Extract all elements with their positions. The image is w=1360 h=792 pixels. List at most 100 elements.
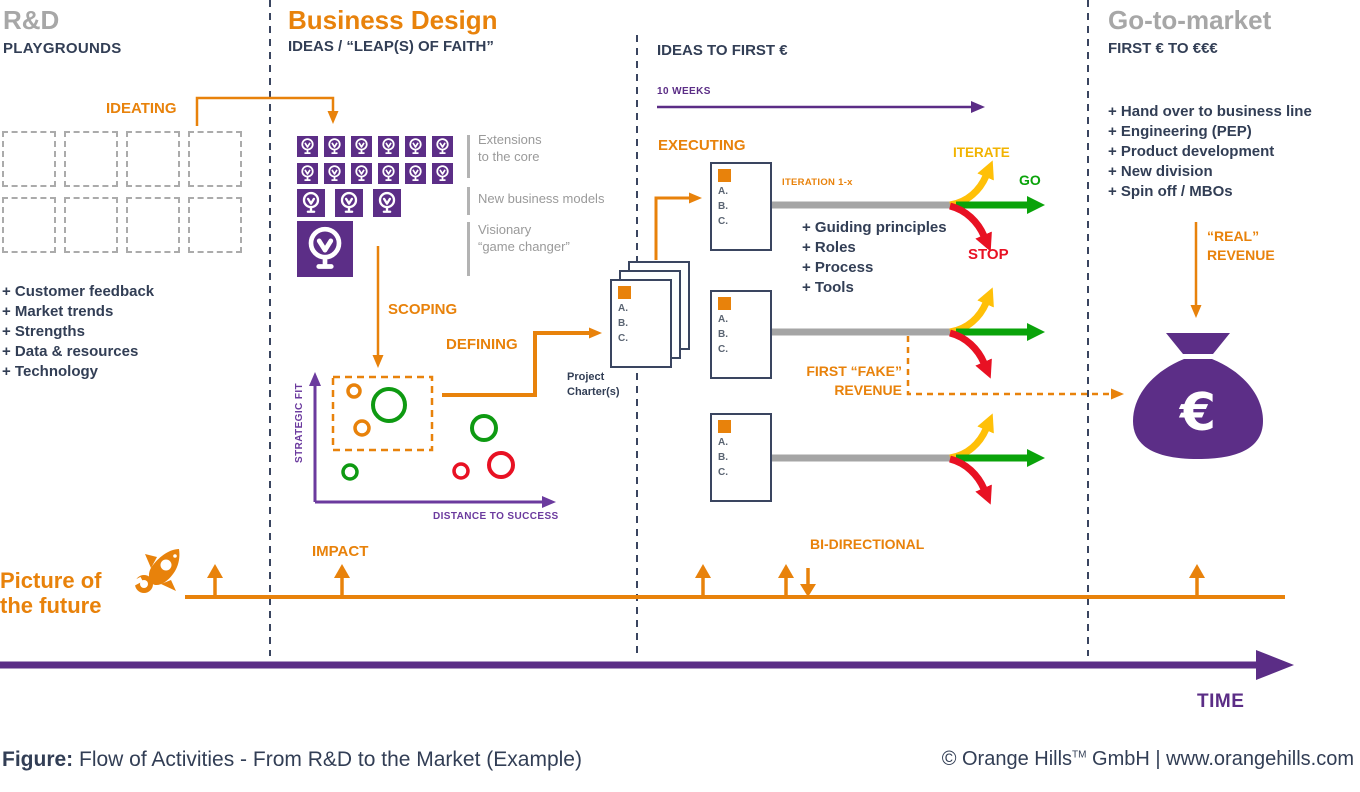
lightbulb-icon bbox=[405, 163, 426, 184]
doc-accent-square bbox=[718, 169, 731, 182]
idea-bulbs-row-3 bbox=[297, 189, 401, 217]
list-item: + Strengths bbox=[2, 323, 85, 340]
doc-accent-square bbox=[618, 286, 631, 299]
lightbulb-icon bbox=[297, 221, 353, 277]
list-item: + Roles bbox=[802, 239, 856, 256]
idea-level-bar bbox=[467, 222, 470, 276]
figure-caption-text: Flow of Activities - From R&D to the Mar… bbox=[73, 748, 582, 771]
experiment-doc-2: A. B. C. bbox=[710, 290, 772, 379]
lightbulb-icon bbox=[351, 163, 372, 184]
iterate-label: ITERATE bbox=[953, 145, 1010, 160]
lightbulb-icon bbox=[405, 136, 426, 157]
fork-arrows bbox=[948, 160, 1045, 505]
doc-accent-square bbox=[718, 297, 731, 310]
figure-caption-label: Figure: bbox=[2, 748, 74, 771]
copyright-name: © Orange Hills bbox=[941, 748, 1073, 770]
scatter-y-axis-label: STRATEGIC FIT bbox=[294, 382, 305, 463]
playground-cell bbox=[188, 131, 242, 187]
list-item: + Process bbox=[802, 259, 874, 276]
playground-cell bbox=[2, 197, 56, 253]
stop-label: STOP bbox=[968, 246, 1009, 263]
iteration-label: ITERATION 1-x bbox=[782, 177, 853, 188]
defining-label: DEFINING bbox=[446, 336, 518, 353]
go-to-market-list: + Hand over to business line + Engineeri… bbox=[1108, 102, 1312, 202]
list-item: + Product development bbox=[1108, 143, 1275, 160]
go-label: GO bbox=[1019, 172, 1041, 188]
money-bag-icon: € bbox=[1133, 333, 1263, 459]
copyright-line: © Orange HillsTM GmbH | www.orangehills.… bbox=[942, 748, 1354, 771]
idea-level-label: Extensions to the core bbox=[478, 132, 542, 164]
rnd-input-list: + Customer feedback + Market trends + St… bbox=[2, 282, 154, 382]
executing-label: EXECUTING bbox=[658, 137, 746, 154]
list-item: + Guiding principles bbox=[802, 219, 947, 236]
lightbulb-icon bbox=[324, 136, 345, 157]
idea-level-bar bbox=[467, 135, 470, 178]
real-revenue-label: “REAL” REVENUE bbox=[1207, 228, 1275, 263]
idea-level-bar bbox=[467, 187, 470, 215]
list-item: + Technology bbox=[2, 363, 98, 380]
go-to-market-subtitle: FIRST € TO €€€ bbox=[1108, 40, 1218, 57]
fake-revenue-arrow bbox=[906, 336, 1124, 400]
doc-accent-square bbox=[718, 420, 731, 433]
playground-cell bbox=[64, 131, 118, 187]
playground-cell bbox=[2, 131, 56, 187]
playground-cell bbox=[188, 197, 242, 253]
idea-bulbs-row-2 bbox=[297, 163, 453, 184]
copyright-rest: GmbH | www.orangehills.com bbox=[1086, 748, 1354, 770]
playground-grid-row-1 bbox=[2, 131, 242, 187]
list-item: + Hand over to business line bbox=[1108, 103, 1312, 120]
ideating-arrow bbox=[195, 96, 339, 126]
project-charter-front: A. B. C. bbox=[610, 279, 672, 368]
priority-scatter-chart bbox=[309, 372, 556, 508]
list-item: + New division bbox=[1108, 163, 1213, 180]
column-dividers bbox=[269, 0, 1089, 656]
ideating-label: IDEATING bbox=[106, 100, 177, 117]
rnd-subtitle: PLAYGROUNDS bbox=[3, 40, 122, 57]
selection-box bbox=[331, 375, 434, 452]
business-design-subtitle: IDEAS / “LEAP(S) OF FAITH” bbox=[288, 38, 494, 55]
iteration-bars bbox=[772, 201, 950, 462]
playground-cell bbox=[126, 131, 180, 187]
ten-weeks-label: 10 WEEKS bbox=[657, 86, 711, 97]
playground-cell bbox=[126, 197, 180, 253]
idea-level-label: Visionary “game changer” bbox=[478, 222, 570, 254]
fake-revenue-label: FIRST “FAKE” REVENUE bbox=[806, 363, 902, 398]
lightbulb-icon bbox=[297, 163, 318, 184]
picture-of-the-future-label: Picture of the future bbox=[0, 568, 102, 618]
lightbulb-icon bbox=[297, 136, 318, 157]
list-item: + Engineering (PEP) bbox=[1108, 123, 1252, 140]
list-item: + Customer feedback bbox=[2, 283, 155, 300]
figure-caption: Figure: Flow of Activities - From R&D to… bbox=[2, 748, 582, 772]
rocket-icon bbox=[132, 549, 180, 593]
rnd-title: R&D bbox=[3, 5, 60, 35]
lightbulb-icon bbox=[432, 163, 453, 184]
lightbulb-icon bbox=[378, 136, 399, 157]
business-design-title: Business Design bbox=[288, 5, 498, 35]
time-label: TIME bbox=[1197, 691, 1245, 712]
idea-level-label: New business models bbox=[478, 191, 605, 206]
go-to-market-title: Go-to-market bbox=[1108, 5, 1272, 35]
experiment-doc-3: A. B. C. bbox=[710, 413, 772, 502]
idea-bulb-large bbox=[297, 221, 353, 277]
lightbulb-icon bbox=[324, 163, 345, 184]
lightbulb-icon bbox=[378, 163, 399, 184]
list-item: + Data & resources bbox=[2, 343, 139, 360]
lightbulb-icon bbox=[373, 189, 401, 217]
euro-symbol: € bbox=[1179, 383, 1216, 443]
impact-label: IMPACT bbox=[312, 543, 369, 560]
project-charter-label: Project Charter(s) bbox=[567, 371, 620, 398]
lightbulb-icon bbox=[432, 136, 453, 157]
defining-arrow bbox=[442, 327, 602, 397]
playground-grid-row-2 bbox=[2, 197, 242, 253]
future-timeline bbox=[185, 564, 1285, 599]
lightbulb-icon bbox=[297, 189, 325, 217]
trademark-symbol: TM bbox=[1072, 749, 1087, 761]
list-item: + Spin off / MBOs bbox=[1108, 183, 1233, 200]
experiment-doc-1: A. B. C. bbox=[710, 162, 772, 251]
time-arrow bbox=[0, 650, 1294, 680]
principles-list: + Guiding principles + Roles + Process +… bbox=[802, 218, 947, 298]
scoping-label: SCOPING bbox=[388, 301, 458, 318]
idea-bulbs-row-1 bbox=[297, 136, 453, 157]
